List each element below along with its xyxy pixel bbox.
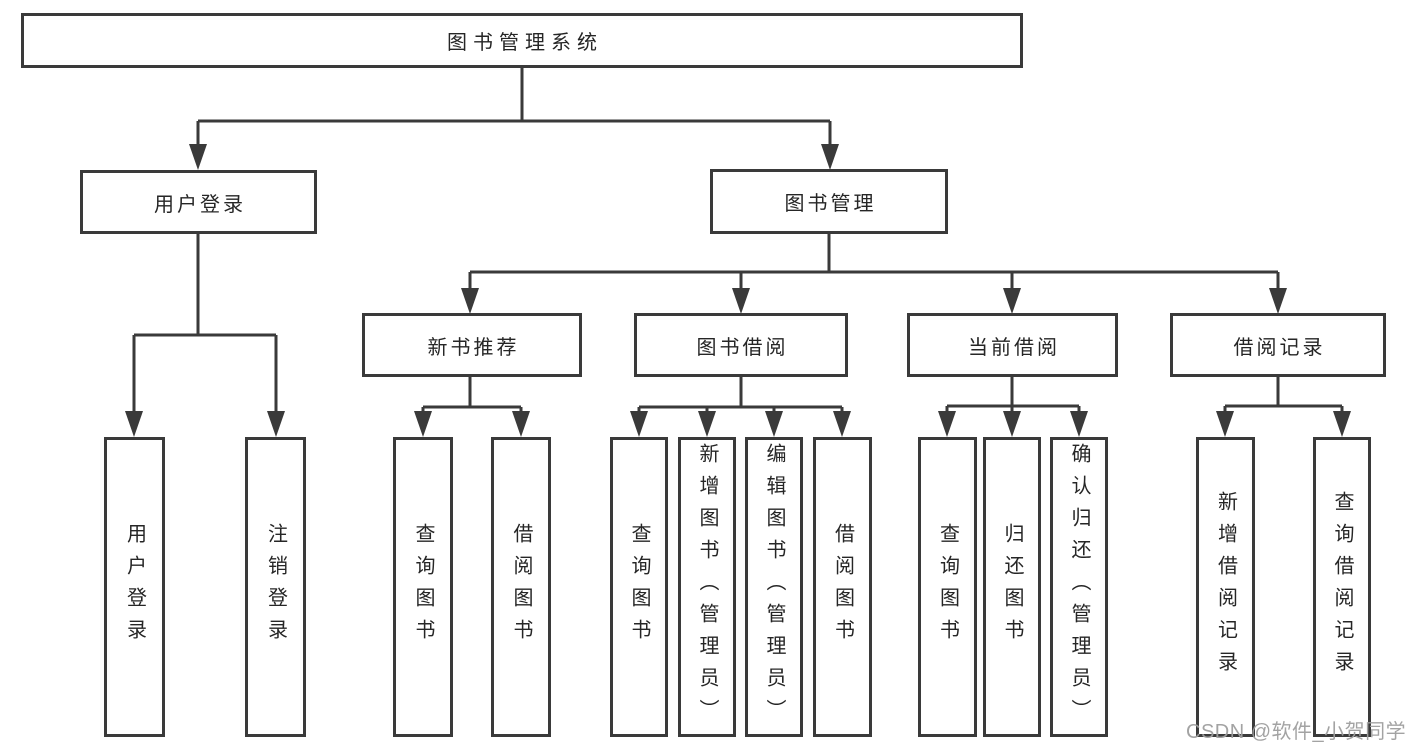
watermark-text: CSDN @软件_小贺同学	[1186, 721, 1405, 743]
node-new-book-recommend: 新书推荐	[362, 313, 582, 377]
leaf-query-books-recommend: 查询图书	[393, 437, 453, 737]
node-root: 图书管理系统	[21, 13, 1023, 68]
node-book-management-label: 图书管理	[784, 193, 877, 215]
leaf-add-books-admin-label: 新增图书（管理员）	[696, 443, 718, 731]
leaf-return-books-label: 归还图书	[1001, 523, 1023, 651]
node-book-management: 图书管理	[710, 169, 948, 234]
node-user-login-label: 用户登录	[154, 193, 246, 216]
leaf-query-borrow-record: 查询借阅记录	[1313, 437, 1371, 737]
leaf-borrow-books-recommend: 借阅图书	[491, 437, 551, 737]
leaf-query-books-borrow: 查询图书	[610, 437, 668, 737]
node-root-label: 图书管理系统	[447, 32, 603, 54]
leaf-return-books: 归还图书	[983, 437, 1041, 737]
leaf-logout-login: 注销登录	[245, 437, 306, 737]
leaf-query-books-current-label: 查询图书	[936, 523, 959, 651]
leaf-borrow-books: 借阅图书	[813, 437, 872, 737]
node-new-book-recommend-label: 新书推荐	[427, 336, 520, 359]
leaf-confirm-return-admin-label: 确认归还（管理员）	[1068, 443, 1090, 731]
node-user-login: 用户登录	[80, 170, 317, 234]
leaf-edit-books-admin: 编辑图书（管理员）	[745, 437, 803, 737]
node-borrowing-records-label: 借阅记录	[1233, 336, 1326, 359]
leaf-confirm-return-admin: 确认归还（管理员）	[1050, 437, 1108, 737]
leaf-user-login-label: 用户登录	[123, 523, 146, 651]
arrowheads	[125, 144, 1351, 437]
leaf-add-books-admin: 新增图书（管理员）	[678, 437, 736, 737]
leaf-edit-books-admin-label: 编辑图书（管理员）	[763, 443, 785, 731]
leaf-borrow-books-label: 借阅图书	[831, 523, 854, 651]
node-book-borrowing-label: 图书借阅	[696, 336, 789, 359]
node-current-borrowing-label: 当前借阅	[968, 336, 1060, 359]
leaf-borrow-books-recommend-label: 借阅图书	[510, 523, 532, 651]
leaf-query-books-current: 查询图书	[918, 437, 977, 737]
leaf-query-books-recommend-label: 查询图书	[412, 523, 434, 651]
node-book-borrowing: 图书借阅	[634, 313, 848, 377]
leaf-user-login: 用户登录	[104, 437, 165, 737]
leaf-add-borrow-record: 新增借阅记录	[1196, 437, 1255, 737]
leaf-query-borrow-record-label: 查询借阅记录	[1331, 491, 1353, 683]
node-current-borrowing: 当前借阅	[907, 313, 1118, 377]
node-borrowing-records: 借阅记录	[1170, 313, 1386, 377]
leaf-logout-login-label: 注销登录	[264, 523, 287, 651]
leaf-add-borrow-record-label: 新增借阅记录	[1214, 491, 1237, 683]
leaf-query-books-borrow-label: 查询图书	[628, 523, 650, 651]
